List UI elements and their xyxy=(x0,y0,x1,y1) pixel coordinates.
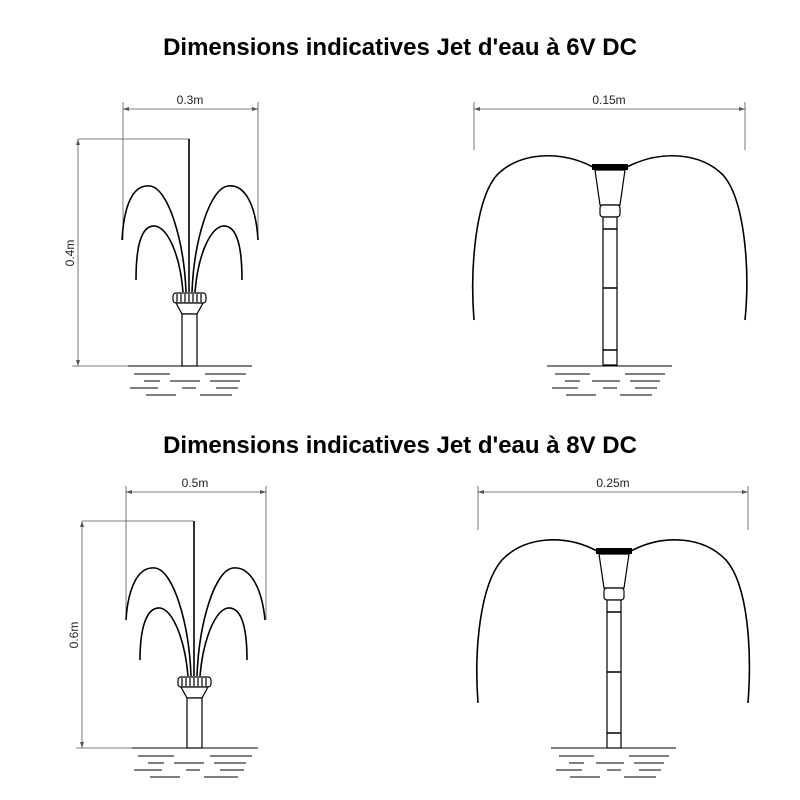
title-8v: Dimensions indicatives Jet d'eau à 8V DC xyxy=(163,432,637,459)
width-label-umbrella-8v: 0.25m xyxy=(596,476,629,490)
width-label-multijet-8v: 0.5m xyxy=(182,476,209,490)
fountain-umbrella-6v: 0.15m xyxy=(471,93,748,396)
fountain-umbrella-8v: 0.25m xyxy=(476,476,751,778)
fountain-multijet-8v: 0.5m 0.6m xyxy=(67,476,267,778)
title-6v: Dimensions indicatives Jet d'eau à 6V DC xyxy=(163,34,637,61)
fountain-multijet-6v: 0.3m 0.4m xyxy=(63,93,259,396)
width-label-multijet-6v: 0.3m xyxy=(177,93,204,107)
height-label-multijet-6v: 0.4m xyxy=(63,240,77,267)
width-label-umbrella-6v: 0.15m xyxy=(592,93,625,107)
height-label-multijet-8v: 0.6m xyxy=(67,622,81,649)
